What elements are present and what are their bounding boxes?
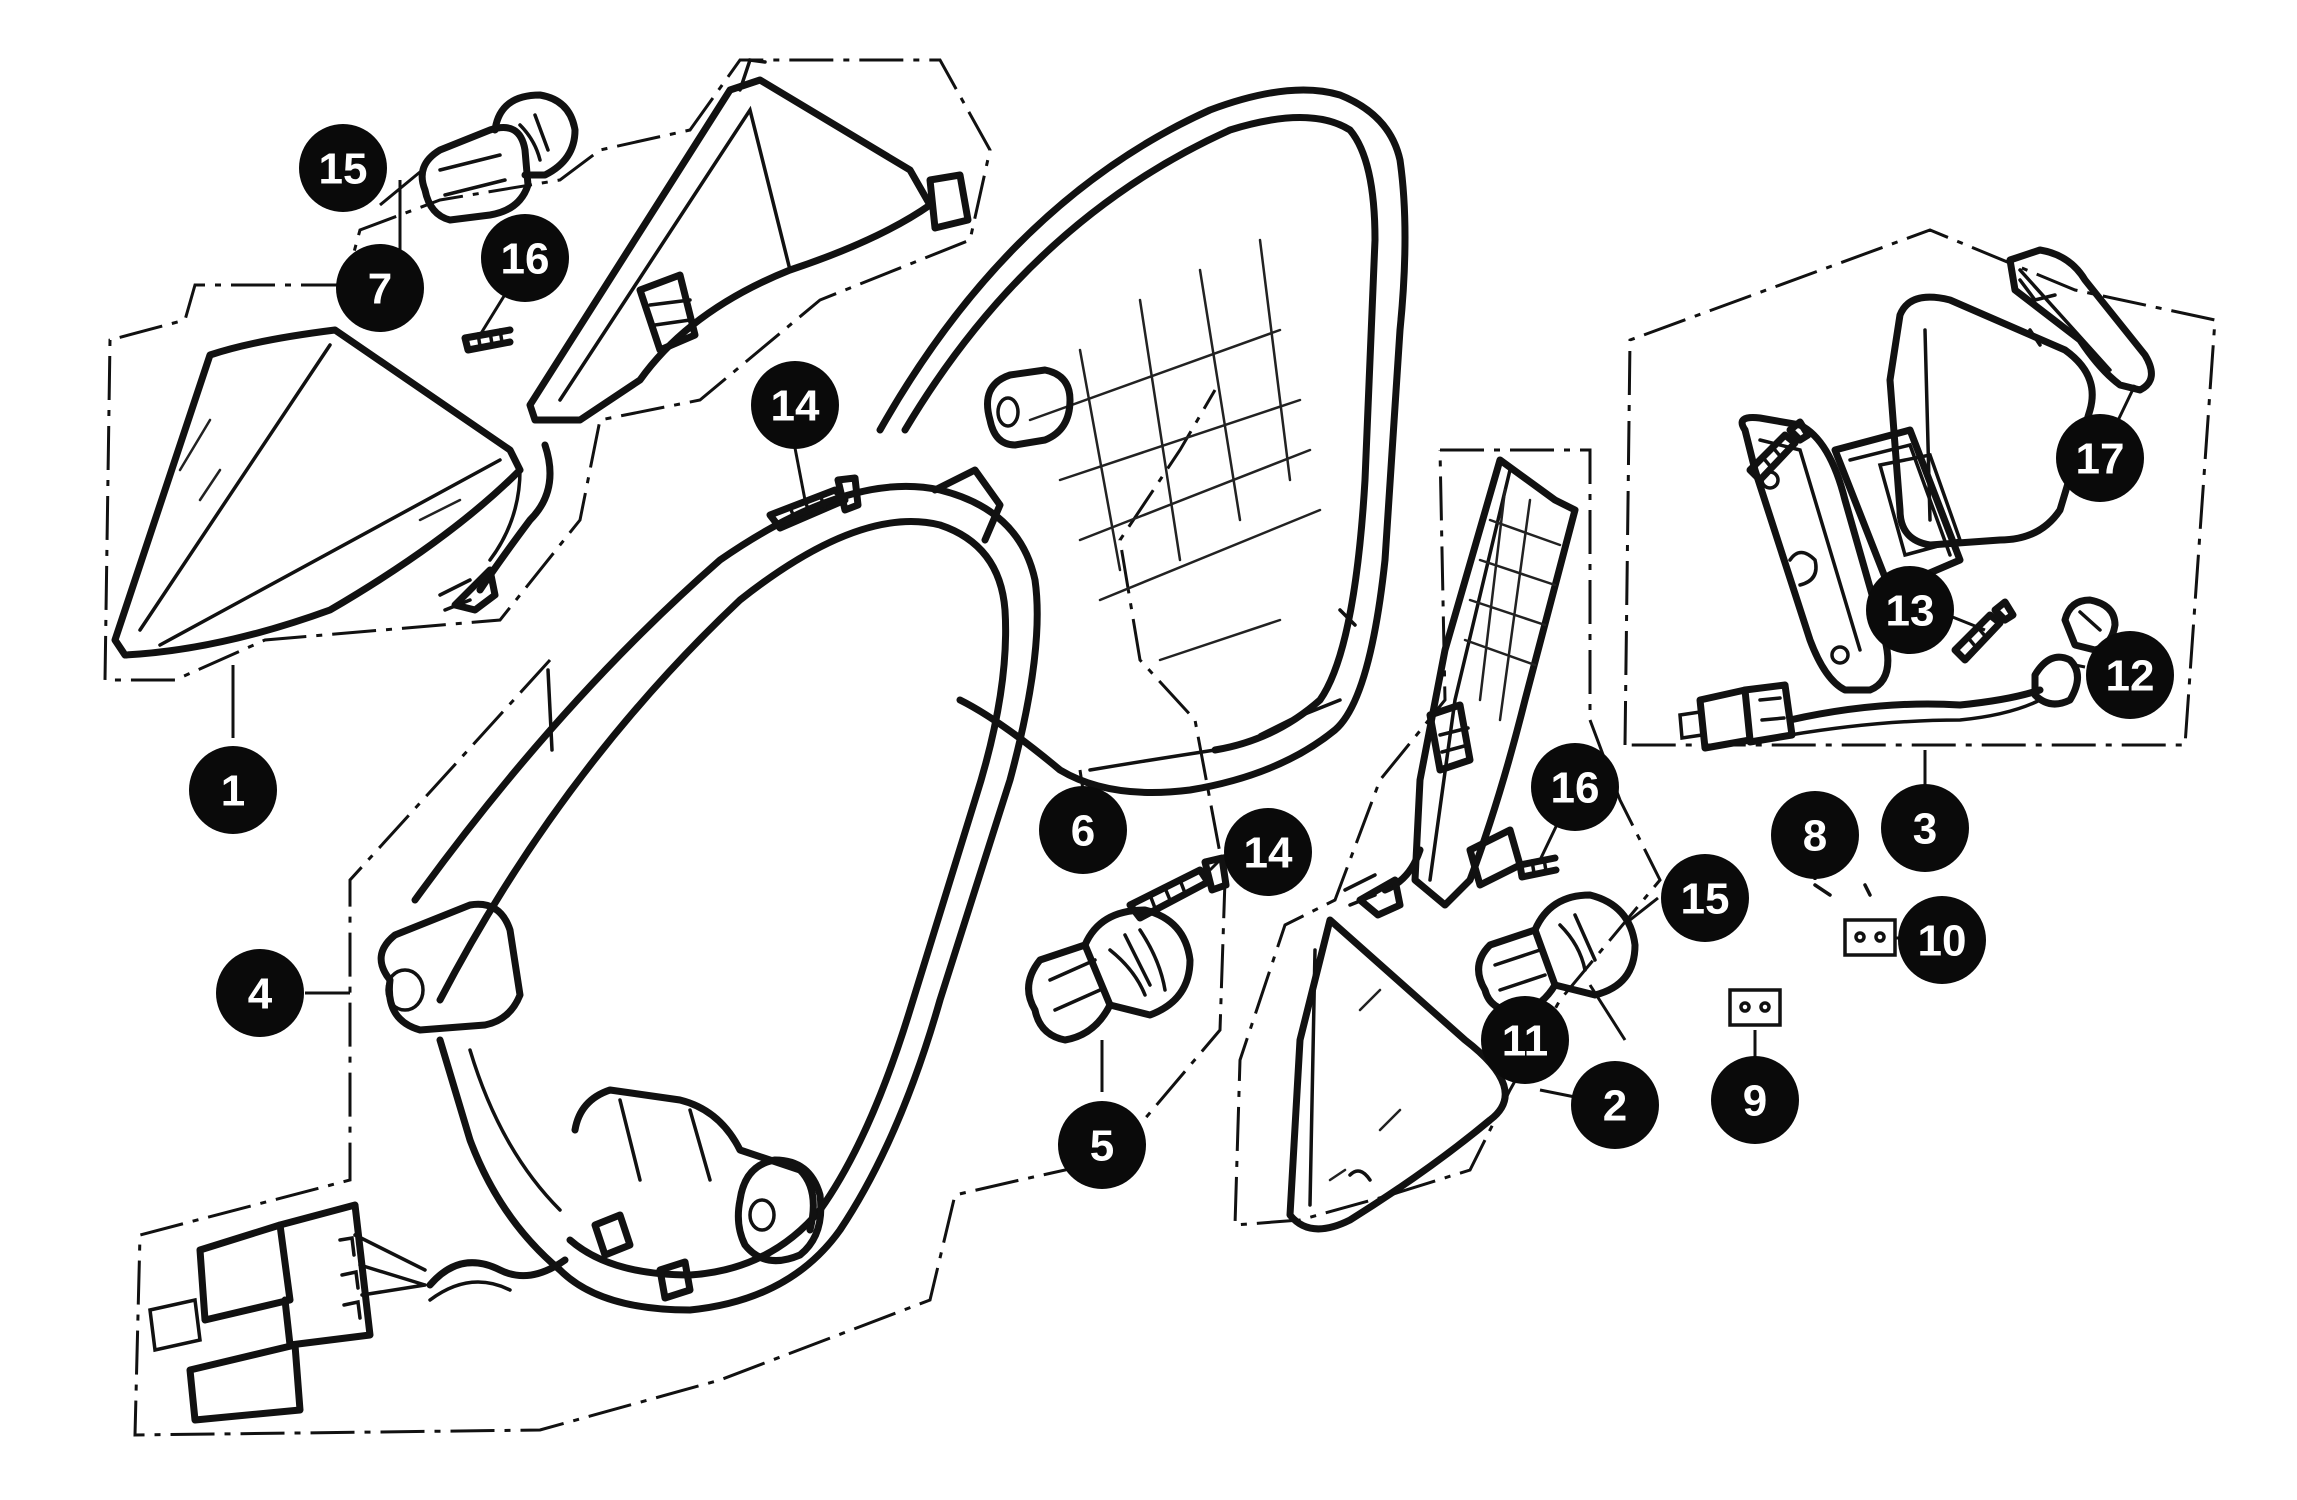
callout-16-lower-label: 16 (1551, 764, 1600, 813)
callout-13-label: 13 (1886, 587, 1935, 636)
group-4-outline (133, 389, 1227, 1437)
callout-12-label: 12 (2106, 652, 2155, 701)
callout-16-upper: 16 (481, 214, 569, 302)
callout-9-label: 9 (1743, 1077, 1767, 1126)
callout-5: 5 (1058, 1101, 1146, 1189)
callout-8: 8 (1771, 791, 1859, 879)
callout-14-upper: 14 (751, 361, 839, 449)
part-16-screw-lower (1516, 854, 1560, 881)
part-16-screw-upper (461, 326, 514, 354)
callout-11-label: 11 (1502, 1017, 1549, 1066)
callout-14-upper-label: 14 (771, 382, 820, 431)
callout-1-label: 1 (221, 767, 245, 816)
callout-17: 17 (2056, 414, 2144, 502)
callout-15-upper: 15 (299, 124, 387, 212)
part-1-indicator-body-left (438, 58, 972, 614)
callout-14-lower: 14 (1224, 808, 1312, 896)
callout-10: 10 (1898, 896, 1986, 984)
part-9-connector-block (1728, 988, 1782, 1027)
part-4-headlight-body (148, 466, 1041, 1424)
callout-4: 4 (216, 949, 304, 1037)
part-10-connector-block (1843, 918, 1897, 957)
callout-2: 2 (1571, 1061, 1659, 1149)
callout-6: 6 (1039, 786, 1127, 874)
callout-17-label: 17 (2076, 435, 2125, 484)
part-8-small-parts (1813, 883, 1872, 897)
callout-16-lower: 16 (1531, 743, 1619, 831)
callout-14-lower-label: 14 (1244, 829, 1293, 878)
callout-3: 3 (1881, 784, 1969, 872)
part-2-indicator-lens-right (1286, 916, 1509, 1233)
callout-4-label: 4 (248, 970, 273, 1019)
part-indicator-body-right (1343, 456, 1579, 919)
callout-8-label: 8 (1803, 812, 1827, 861)
part-3-tail-light-assembly (1678, 246, 2155, 752)
callout-15-upper-label: 15 (319, 145, 368, 194)
part-7-indicator-lens-left (111, 326, 524, 659)
callout-7: 7 (336, 244, 424, 332)
callout-15-lower: 15 (1661, 854, 1749, 942)
group-3-outline (1623, 228, 2217, 747)
assembly-outlines (103, 58, 2217, 1437)
callout-16-upper-label: 16 (501, 235, 550, 284)
part-6-headlight-lens (876, 86, 1409, 796)
callout-5-label: 5 (1090, 1122, 1114, 1171)
callout-2-label: 2 (1603, 1082, 1627, 1131)
group-1-outline (103, 58, 992, 682)
callout-12: 12 (2086, 631, 2174, 719)
callout-9: 9 (1711, 1056, 1799, 1144)
callout-1: 1 (189, 746, 277, 834)
part-11-bulb (1475, 891, 1639, 1016)
callout-13: 13 (1866, 566, 1954, 654)
callout-3-label: 3 (1913, 805, 1937, 854)
callout-6-label: 6 (1071, 807, 1095, 856)
callout-11: 11 (1481, 996, 1569, 1084)
part-5-bulb (1025, 906, 1194, 1044)
part-15-bulb-upper (418, 91, 579, 224)
callout-10-label: 10 (1918, 917, 1967, 966)
callout-15-lower-label: 15 (1681, 875, 1730, 924)
callout-7-label: 7 (368, 265, 392, 314)
